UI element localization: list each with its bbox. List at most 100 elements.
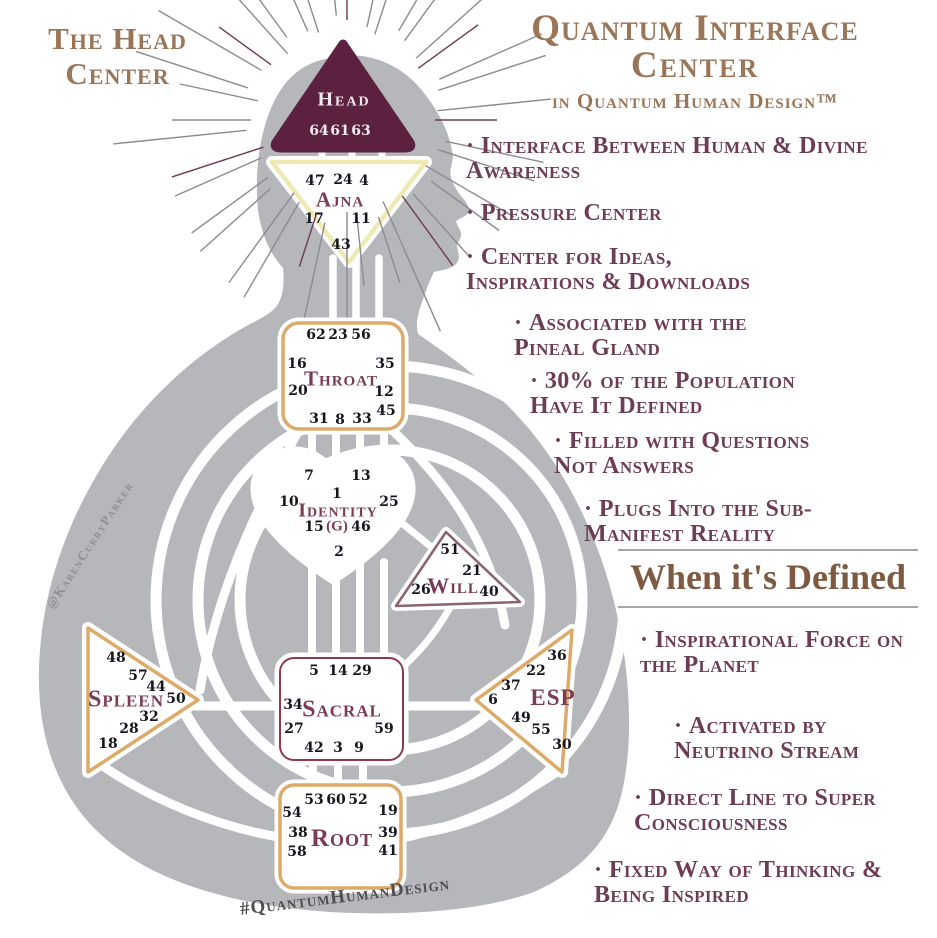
gate-48: 48 <box>106 650 126 666</box>
gate-58: 58 <box>287 844 307 860</box>
gate-12: 12 <box>374 384 394 400</box>
gate-61: 61 <box>330 123 350 139</box>
gate-62: 62 <box>306 327 326 343</box>
gate-40: 40 <box>479 584 499 600</box>
will-center-shape <box>391 527 525 611</box>
gate-30: 30 <box>552 737 572 753</box>
throat-center-shape <box>277 317 409 435</box>
bullet-inspirational: Inspirational Force on the Planet <box>640 627 930 679</box>
gate-1: 1 <box>332 486 342 502</box>
gate-53: 53 <box>304 792 324 808</box>
gate-37: 37 <box>501 678 521 694</box>
gate-33: 33 <box>352 411 372 427</box>
gate-36: 36 <box>547 648 567 664</box>
center-sublabel-g: (G) <box>326 518 348 535</box>
gate-43: 43 <box>331 237 351 253</box>
main-subtitle: in Quantum Human Design™ <box>551 89 839 113</box>
root-center-shape <box>274 779 407 894</box>
gate-60: 60 <box>326 792 346 808</box>
gate-23: 23 <box>328 327 348 343</box>
esp-center-shape <box>470 624 578 778</box>
gate-21: 21 <box>462 563 482 579</box>
center-label-throat: Throat <box>304 366 378 391</box>
bullet-neutrino: Activated by Neutrino Stream <box>674 713 914 765</box>
center-label-spleen: Spleen <box>87 686 165 713</box>
identity-center-shape <box>256 452 411 585</box>
gate-28: 28 <box>119 721 139 737</box>
gate-55: 55 <box>531 722 551 738</box>
gate-54: 54 <box>282 805 302 821</box>
bullet-pressure: Pressure Center <box>466 200 886 226</box>
main-title-line2: Center <box>630 45 760 86</box>
gate-27: 27 <box>284 721 304 737</box>
gate-25: 25 <box>379 494 399 510</box>
gate-44: 44 <box>146 679 166 695</box>
gate-22: 22 <box>526 663 546 679</box>
gate-7: 7 <box>304 468 314 484</box>
gate-34: 34 <box>283 697 303 713</box>
gate-11: 11 <box>351 211 371 227</box>
gate-10: 10 <box>279 494 299 510</box>
gate-16: 16 <box>287 356 307 372</box>
gate-17: 17 <box>304 211 324 227</box>
gate-13: 13 <box>351 468 371 484</box>
gate-63: 63 <box>351 123 371 139</box>
gate-18: 18 <box>98 736 118 752</box>
gate-39: 39 <box>378 825 398 841</box>
gate-9: 9 <box>354 740 364 756</box>
gate-26: 26 <box>411 582 431 598</box>
gate-50: 50 <box>166 691 186 707</box>
main-title-line1: Quantum Interface <box>531 8 859 49</box>
main-header: Quantum Interface Center in Quantum Huma… <box>458 10 932 114</box>
gate-4: 4 <box>359 173 369 189</box>
left-title-line2: Center <box>65 55 170 91</box>
gate-32: 32 <box>139 709 159 725</box>
gate-24: 24 <box>333 172 353 188</box>
gate-19: 19 <box>378 803 398 819</box>
gate-2: 2 <box>334 544 344 560</box>
center-label-ajna: Ajna <box>315 187 365 212</box>
bullet-interface: Interface Between Human & Divine Awarene… <box>466 133 916 185</box>
gate-47: 47 <box>305 173 325 189</box>
gate-46: 46 <box>351 519 371 535</box>
gate-35: 35 <box>375 356 395 372</box>
bullet-fixed-thinking: Fixed Way of Thinking & Being Inspired <box>594 857 894 909</box>
center-label-head: Head <box>317 88 371 111</box>
sacral-center-shape <box>274 652 409 766</box>
gate-42: 42 <box>304 740 324 756</box>
gate-57: 57 <box>128 668 148 684</box>
defined-heading: When it's Defined <box>618 549 918 608</box>
spleen-center-shape <box>82 622 204 778</box>
gate-51: 51 <box>440 542 460 558</box>
center-label-esp: ESP <box>530 685 576 710</box>
gate-8: 8 <box>335 412 345 428</box>
bullet-questions: Filled with Questions Not Answers <box>554 428 854 480</box>
head-center-shape <box>270 39 416 153</box>
center-label-will: Will <box>427 573 479 598</box>
center-label-identity: Identity <box>298 499 378 522</box>
gate-15: 15 <box>304 519 324 535</box>
gate-45: 45 <box>376 403 396 419</box>
gate-52: 52 <box>348 792 368 808</box>
gate-49: 49 <box>511 710 531 726</box>
gate-3: 3 <box>333 740 343 756</box>
bullet-pineal: Associated with the Pineal Gland <box>514 310 814 362</box>
gate-14: 14 <box>328 663 348 679</box>
gate-56: 56 <box>351 327 371 343</box>
bullet-submanifest: Plugs Into the Sub-Manifest Reality <box>584 496 874 548</box>
gate-20: 20 <box>288 383 308 399</box>
center-label-sacral: Sacral <box>302 696 382 723</box>
gate-38: 38 <box>288 825 308 841</box>
gate-31: 31 <box>309 411 329 427</box>
left-title-line1: The Head <box>48 21 187 56</box>
gate-6: 6 <box>488 692 498 708</box>
gate-64: 64 <box>309 123 329 139</box>
left-page-title: The Head Center <box>10 21 225 91</box>
bullet-ideas: Center for Ideas, Inspirations & Downloa… <box>466 244 806 296</box>
gate-59: 59 <box>374 721 394 737</box>
gate-41: 41 <box>378 843 398 859</box>
bullet-superconscious: Direct Line to Super Consciousness <box>634 785 934 837</box>
center-label-root: Root <box>310 825 374 852</box>
